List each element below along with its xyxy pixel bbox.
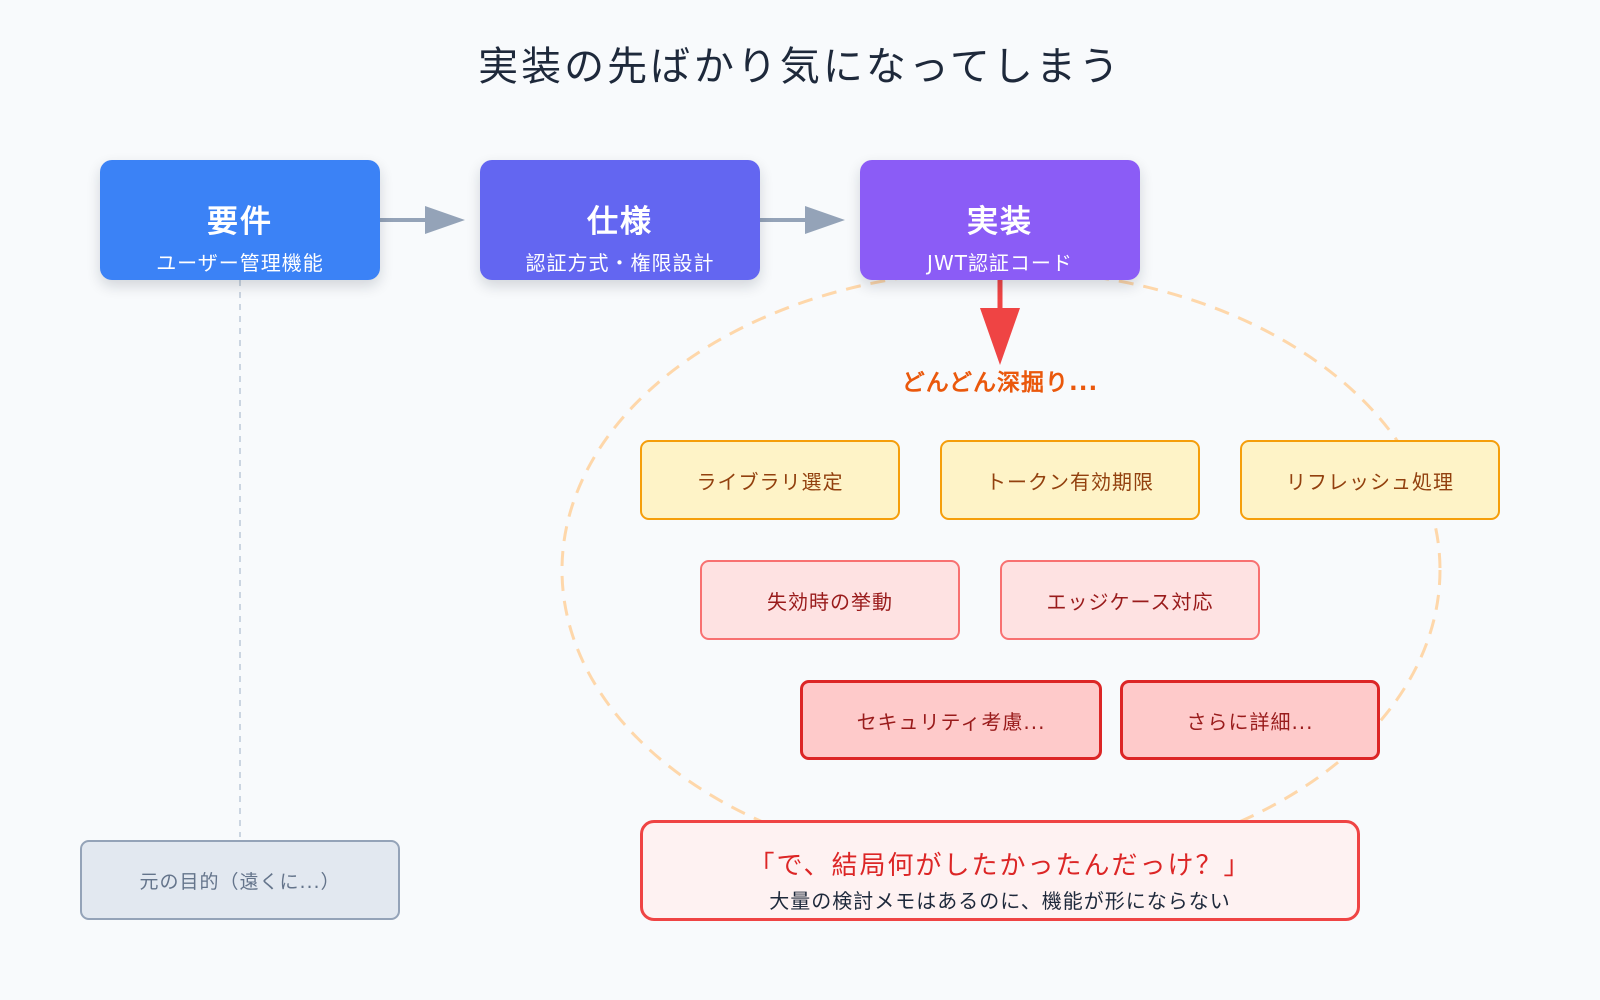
conclusion-note: 大量の検討メモはあるのに、機能が形にならない — [769, 889, 1231, 913]
detail-refresh-handling: リフレッシュ処理 — [1240, 440, 1500, 520]
stage-spec: 仕様 認証方式・権限設計 — [480, 160, 760, 280]
arrow-spec-to-impl-head — [805, 206, 845, 234]
detail-edge-cases: エッジケース対応 — [1000, 560, 1260, 640]
stage-spec-title: 仕様 — [587, 204, 653, 240]
detail-security: セキュリティ考慮... — [800, 680, 1102, 760]
stage-implementation-title: 実装 — [967, 204, 1033, 240]
arrow-requirement-to-spec-head — [425, 206, 465, 234]
stage-requirement-subtitle: ユーザー管理機能 — [156, 251, 324, 275]
original-goal-box: 元の目的（遠くに...） — [80, 840, 400, 920]
drill-arrow-head — [980, 308, 1020, 365]
stage-implementation: 実装 JWT認証コード — [860, 160, 1140, 280]
detail-token-expiry: トークン有効期限 — [940, 440, 1200, 520]
drill-down-label: どんどん深掘り... — [901, 370, 1099, 396]
conclusion-quote: 「で、結局何がしたかったんだっけ？」 — [748, 851, 1252, 881]
stage-implementation-subtitle: JWT認証コード — [927, 251, 1073, 275]
diagram-title: 実装の先ばかり気になってしまう — [478, 44, 1122, 90]
detail-more: さらに詳細... — [1120, 680, 1380, 760]
stage-requirement: 要件 ユーザー管理機能 — [100, 160, 380, 280]
detail-library-selection: ライブラリ選定 — [640, 440, 900, 520]
detail-expiry-behavior: 失効時の挙動 — [700, 560, 960, 640]
conclusion-box: 「で、結局何がしたかったんだっけ？」 大量の検討メモはあるのに、機能が形にならな… — [640, 820, 1360, 921]
stage-requirement-title: 要件 — [207, 204, 273, 240]
stage-spec-subtitle: 認証方式・権限設計 — [525, 251, 715, 275]
